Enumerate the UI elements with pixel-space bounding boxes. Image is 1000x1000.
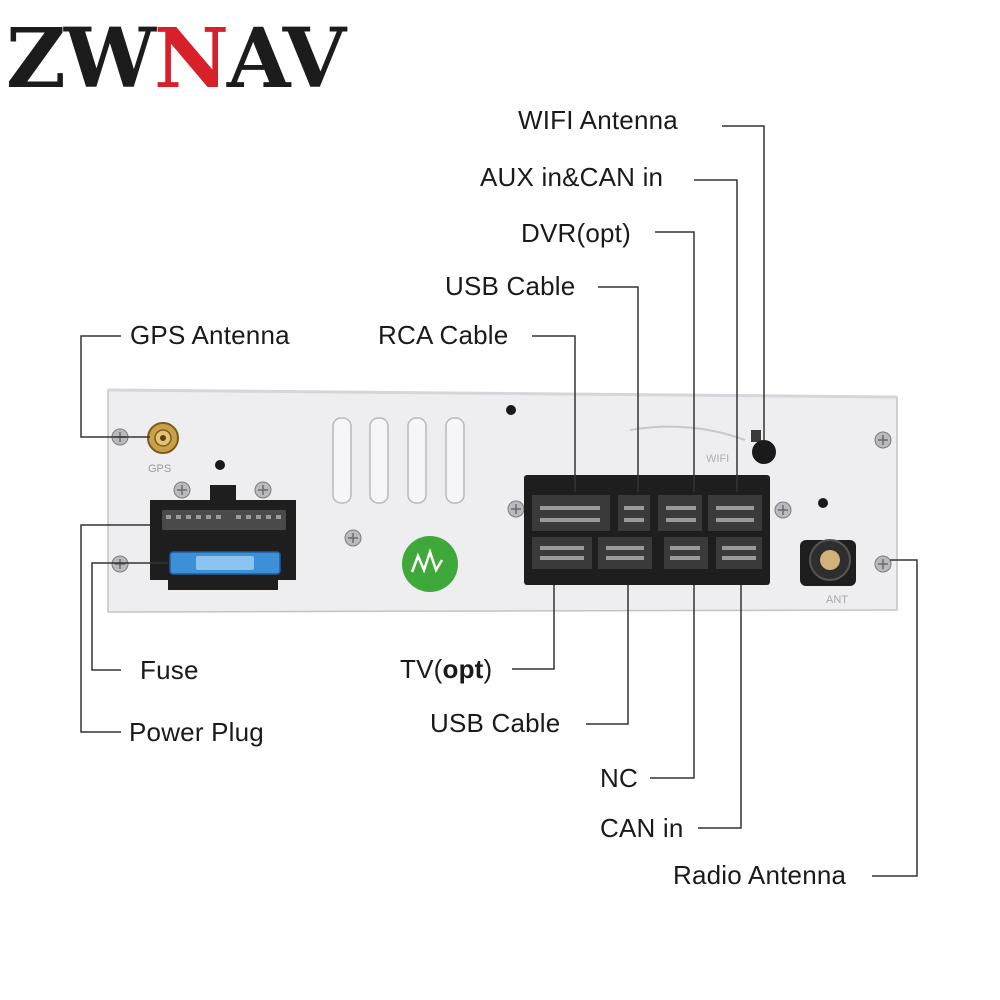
logo-text-av: AV (226, 11, 346, 107)
label-dvr-opt: DVR(opt) (521, 218, 631, 248)
radio-antenna-jack (800, 539, 856, 586)
label-wifi-antenna: WIFI Antenna (518, 105, 678, 135)
label-radio-antenna: Radio Antenna (673, 860, 847, 890)
label-tv-opt: TV(opt) (400, 656, 492, 682)
green-sticker (402, 536, 458, 592)
ant-panel-text: ANT (826, 594, 848, 606)
vent-slot (445, 417, 465, 504)
label-usb-cable-top: USB Cable (445, 271, 576, 301)
multi-connector-block (524, 475, 770, 585)
tv-prefix: TV( (400, 654, 443, 684)
gps-panel-text: GPS (148, 463, 171, 475)
logo-text-n: N (153, 11, 229, 107)
label-aux-can-in: AUX in&CAN in (480, 162, 664, 192)
label-nc: NC (600, 763, 638, 793)
vent-slot (332, 417, 352, 504)
tv-opt-bold: opt (442, 654, 484, 684)
power-plug-block (150, 485, 296, 590)
label-gps-antenna: GPS Antenna (130, 320, 290, 350)
vent-slot (369, 417, 389, 504)
tv-suffix: ) (483, 654, 493, 684)
wifi-antenna-jack (752, 440, 776, 464)
wifi-panel-text: WIFI (706, 453, 729, 465)
label-power-plug: Power Plug (129, 717, 264, 747)
leader-lines (80, 125, 918, 877)
label-usb-cable-bottom: USB Cable (430, 708, 561, 738)
label-rca-cable: RCA Cable (378, 320, 509, 350)
label-fuse: Fuse (140, 655, 199, 685)
label-can-in: CAN in (600, 813, 684, 843)
vent-slot (407, 417, 427, 504)
gps-antenna-connector (147, 422, 179, 454)
zwnav-logo: ZWNAV (6, 18, 346, 100)
logo-text-zw: ZW (6, 11, 156, 107)
